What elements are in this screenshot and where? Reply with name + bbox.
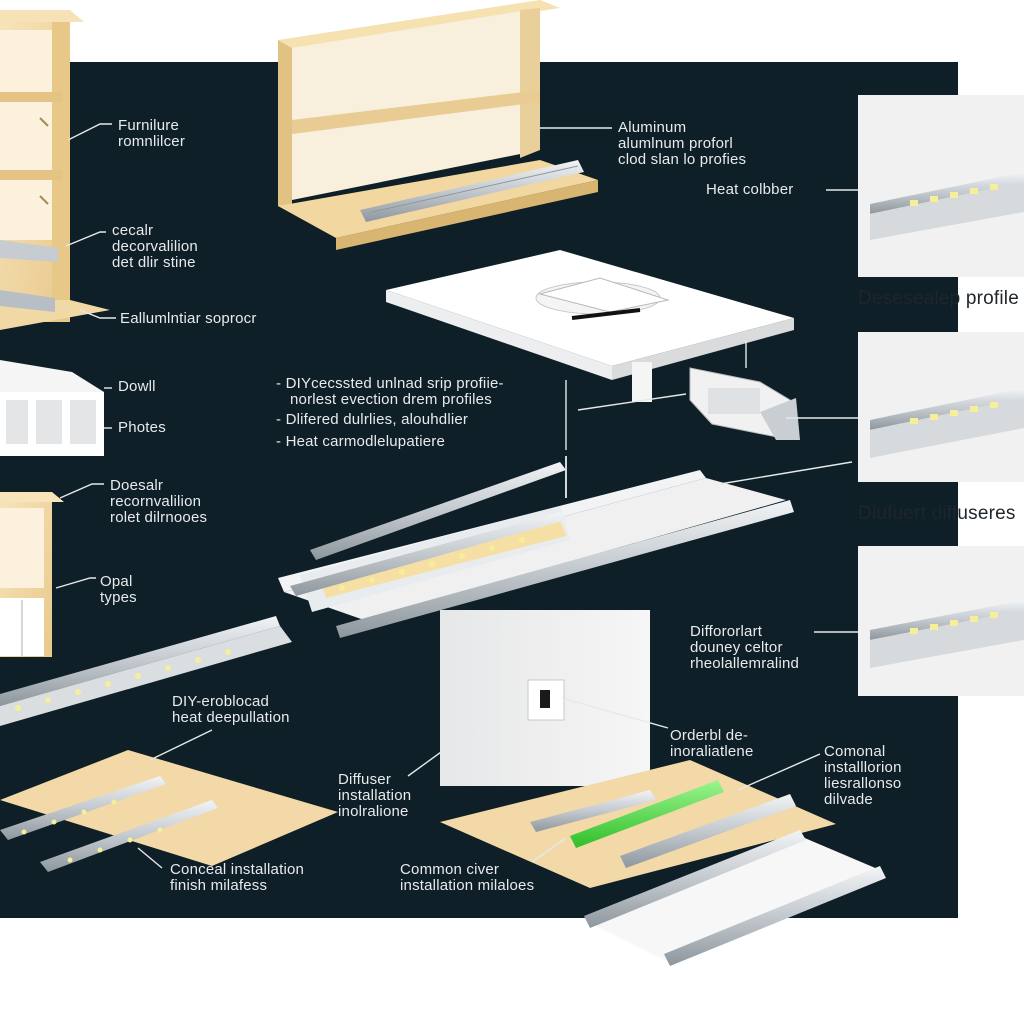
center-led-profile-illustration: [278, 456, 794, 638]
label-line: Diffororlart: [690, 623, 763, 640]
wall-switch-panel-illustration: [440, 610, 650, 786]
leader-lines: [55, 123, 858, 869]
label-bullet-list: - DIYcecssted unlnad srip profiie- norle…: [276, 376, 504, 450]
label-doesalr: Doesalr recornvalilion rolet dilrnooes: [110, 478, 207, 526]
label-line: Aluminum: [618, 119, 687, 136]
label-line: norlest evection drem profiles: [290, 391, 492, 408]
bookshelf-illustration: [0, 10, 110, 330]
label-line: Comonal: [824, 743, 886, 760]
label-line: Photes: [118, 419, 166, 436]
label-line: installation: [338, 787, 412, 804]
label-line: romnlilcer: [118, 133, 186, 150]
label-line: douney celtor: [690, 639, 783, 656]
left-led-strip-profile-illustration: [0, 616, 292, 726]
bottom-white-profile-illustration: [584, 830, 886, 966]
right-detail-panel-1: [858, 95, 1024, 277]
label-line: clod slan lo profies: [618, 151, 747, 168]
label-line: rolet dilrnooes: [110, 509, 208, 526]
small-shelf-illustration: [0, 492, 64, 657]
label-line: Desesealep profile: [858, 288, 1019, 309]
label-conceal-installation: Conceal installation finish milafess: [170, 862, 304, 894]
label-line: - DIYcecssted unlnad srip profiie-: [276, 375, 504, 392]
label-eallumntiar: Eallumlntiar soprocr: [120, 311, 257, 327]
label-furniture: Furnilure romnlilcer: [118, 118, 185, 150]
work-table-illustration: [386, 250, 794, 402]
bottom-center-board-illustration: [440, 760, 836, 888]
label-line: heat deepullation: [172, 709, 290, 726]
label-line: Diufuert diffuseres: [858, 503, 1016, 524]
label-heat-colbber: Heat colbber: [706, 182, 793, 198]
label-line: installlorion: [824, 759, 902, 776]
label-dowll: Dowll: [118, 379, 156, 395]
label-line: inolralione: [338, 803, 409, 820]
drawer-box-illustration: [0, 360, 104, 456]
label-aluminum-profiles: Aluminum alumlnum proforl clod slan lo p…: [618, 120, 746, 168]
label-line: finish milafess: [170, 877, 268, 894]
label-line: decorvalilion: [112, 238, 198, 255]
label-line: types: [100, 589, 137, 606]
label-diufuert-diffuser: Diufuert diffuseres: [858, 503, 1016, 525]
label-line: alumlnum proforl: [618, 135, 733, 152]
label-common-civer: Common civer installation milaloes: [400, 862, 534, 894]
label-line: inoraliatlene: [670, 743, 754, 760]
led-driver-illustration: [689, 367, 800, 440]
label-line: Opal: [100, 573, 133, 590]
label-differorlart: Diffororlart douney celtor rheolallemral…: [690, 624, 799, 672]
label-line: rheolallemralind: [690, 655, 800, 672]
wall-shelf-illustration: [278, 0, 598, 250]
right-detail-panel-2: [858, 332, 1024, 482]
label-line: - Dlifered dulrlies, alouhdlier: [276, 411, 469, 428]
label-line: Eallumlntiar soprocr: [120, 310, 257, 327]
label-line: Dowll: [118, 378, 156, 395]
label-line: Doesalr: [110, 477, 164, 494]
label-line: installation milaloes: [400, 877, 535, 894]
right-detail-panel-3: [858, 546, 1024, 696]
label-opal-types: Opal types: [100, 574, 137, 606]
bottom-left-board-illustration: [0, 750, 338, 872]
label-line: Furnilure: [118, 117, 179, 134]
label-line: Heat colbber: [706, 181, 794, 198]
label-comonal: Comonal installlorion liesrallonso dilva…: [824, 744, 902, 808]
label-desesealep-profile: Desesealep profile: [858, 288, 1019, 310]
label-line: dilvade: [824, 791, 873, 808]
label-line: cecalr: [112, 222, 154, 239]
label-line: DIY-eroblocad: [172, 693, 270, 710]
label-diffuser-installation: Diffuser installation inolralione: [338, 772, 411, 820]
label-line: - Heat carmodlelupatiere: [276, 433, 446, 450]
label-diy-heat: DIY-eroblocad heat deepullation: [172, 694, 290, 726]
label-line: liesrallonso: [824, 775, 902, 792]
label-line: det dlir stine: [112, 254, 196, 271]
label-line: Conceal installation: [170, 861, 305, 878]
label-cecalr: cecalr decorvalilion det dlir stine: [112, 223, 198, 271]
label-orderbl: Orderbl de- inoraliatlene: [670, 728, 754, 760]
label-line: Diffuser: [338, 771, 392, 788]
label-line: Common civer: [400, 861, 500, 878]
label-line: recornvalilion: [110, 493, 202, 510]
label-line: Orderbl de-: [670, 727, 749, 744]
label-photes: Photes: [118, 420, 166, 436]
